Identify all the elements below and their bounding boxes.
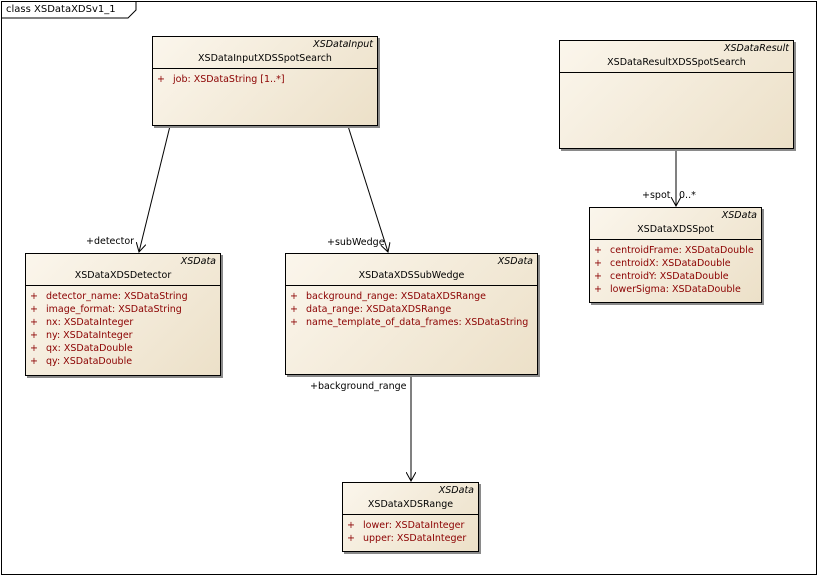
class-attribute: + name_template_of_data_frames: XSDataStr… <box>290 316 535 329</box>
class-name: XSDataInputXDSSpotSearch <box>198 53 332 64</box>
class-attribute: + background_range: XSDataXDSRange <box>290 290 535 303</box>
attribute-visibility: + <box>290 317 298 328</box>
class-attribute: + lowerSigma: XSDataDouble <box>594 283 759 296</box>
class-name: XSDataXDSRange <box>367 499 454 510</box>
class-attribute: + qx: XSDataDouble <box>30 342 218 355</box>
attribute-text: lowerSigma: XSDataDouble <box>610 284 741 295</box>
class-attribute: + detector_name: XSDataString <box>30 290 218 303</box>
attribute-visibility: + <box>30 291 38 302</box>
class-attribute: + image_format: XSDataString <box>30 303 218 316</box>
class-attribute: + centroidFrame: XSDataDouble <box>594 244 759 257</box>
attribute-visibility: + <box>30 330 38 341</box>
attribute-text: job: XSDataString [1..*] <box>173 74 285 85</box>
class-attributes: + detector_name: XSDataString + image_forma… <box>30 290 218 368</box>
role-background-range: +background_range <box>310 381 407 392</box>
role-subwedge: +subWedge <box>327 237 385 248</box>
attribute-text: name_template_of_data_frames: XSDataStri… <box>306 317 529 328</box>
attribute-visibility: + <box>347 533 355 544</box>
class-attribute: + upper: XSDataInteger <box>347 532 476 545</box>
attribute-visibility: + <box>30 317 38 328</box>
class-stereotype: XSDataResult <box>723 43 789 54</box>
attribute-visibility: + <box>594 271 602 282</box>
class-attribute: + centroidX: XSDataDouble <box>594 257 759 270</box>
attribute-visibility: + <box>290 291 298 302</box>
class-name: XSDataXDSDetector <box>74 270 172 281</box>
class-spot[interactable]: XSData XSDataXDSSpot + centroidFrame: XSD… <box>589 207 762 303</box>
attribute-text: nx: XSDataInteger <box>46 317 134 328</box>
class-stereotype: XSData <box>180 256 216 267</box>
class-name: XSDataXDSSubWedge <box>358 270 465 281</box>
attribute-text: upper: XSDataInteger <box>363 533 467 544</box>
attribute-text: qy: XSDataDouble <box>46 356 133 367</box>
role-spot: +spot <box>642 190 671 201</box>
attribute-text: lower: XSDataInteger <box>363 520 465 531</box>
attribute-text: image_format: XSDataString <box>46 304 182 315</box>
attribute-visibility: + <box>30 304 38 315</box>
attribute-visibility: + <box>30 356 38 367</box>
class-attribute: + data_range: XSDataXDSRange <box>290 303 535 316</box>
attribute-visibility: + <box>594 245 602 256</box>
class-separator <box>286 285 537 286</box>
class-input[interactable]: XSDataInput XSDataInputXDSSpotSearch + jo… <box>152 36 378 126</box>
attribute-text: data_range: XSDataXDSRange <box>306 304 452 315</box>
link-input-detector <box>139 125 171 252</box>
class-attribute: + job: XSDataString [1..*] <box>157 73 375 86</box>
attribute-text: centroidFrame: XSDataDouble <box>610 245 754 256</box>
class-attribute: + lower: XSDataInteger <box>347 519 476 532</box>
class-attribute: + centroidY: XSDataDouble <box>594 270 759 283</box>
class-name: XSDataXDSSpot <box>637 224 714 235</box>
class-attribute: + qy: XSDataDouble <box>30 355 218 368</box>
class-separator <box>560 72 793 73</box>
class-range[interactable]: XSData XSDataXDSRange + lower: XSDataInte… <box>342 482 479 552</box>
class-stereotype: XSData <box>497 256 533 267</box>
class-stereotype: XSData <box>721 210 757 221</box>
class-result[interactable]: XSDataResult XSDataResultXDSSpotSearch <box>559 40 794 149</box>
class-attributes: + lower: XSDataInteger + upper: XSDataInteg… <box>347 519 476 545</box>
attribute-text: centroidX: XSDataDouble <box>610 258 731 269</box>
attribute-visibility: + <box>594 258 602 269</box>
class-separator <box>343 514 478 515</box>
class-attributes: + job: XSDataString [1..*] <box>157 73 375 86</box>
frame-tab <box>2 2 137 19</box>
class-separator <box>153 68 377 69</box>
role-detector: +detector <box>86 236 135 247</box>
attribute-text: centroidY: XSDataDouble <box>610 271 729 282</box>
class-attributes: + centroidFrame: XSDataDouble + centroidX: … <box>594 244 759 296</box>
class-separator <box>26 285 220 286</box>
attribute-visibility: + <box>347 520 355 531</box>
frame-label: class XSDataXDSv1_1 <box>6 4 116 15</box>
class-attribute: + ny: XSDataInteger <box>30 329 218 342</box>
class-name: XSDataResultXDSSpotSearch <box>607 57 746 68</box>
attribute-text: qx: XSDataDouble <box>46 343 133 354</box>
class-subwedge[interactable]: XSData XSDataXDSSubWedge + background_ran… <box>285 253 538 375</box>
class-stereotype: XSDataInput <box>313 39 373 50</box>
class-attributes: + background_range: XSDataXDSRange + data_r… <box>290 290 535 329</box>
attribute-visibility: + <box>30 343 38 354</box>
link-input-subwedge <box>347 125 388 252</box>
class-separator <box>590 239 761 240</box>
attribute-visibility: + <box>290 304 298 315</box>
role-spot-multiplicity: 0..* <box>679 190 696 201</box>
attribute-text: detector_name: XSDataString <box>46 291 188 302</box>
class-detector[interactable]: XSData XSDataXDSDetector + detector_name:… <box>25 253 221 376</box>
class-attribute: + nx: XSDataInteger <box>30 316 218 329</box>
attribute-visibility: + <box>594 284 602 295</box>
attribute-text: ny: XSDataInteger <box>46 330 133 341</box>
attribute-text: background_range: XSDataXDSRange <box>306 291 486 302</box>
attribute-visibility: + <box>157 74 165 85</box>
class-stereotype: XSData <box>438 485 474 496</box>
